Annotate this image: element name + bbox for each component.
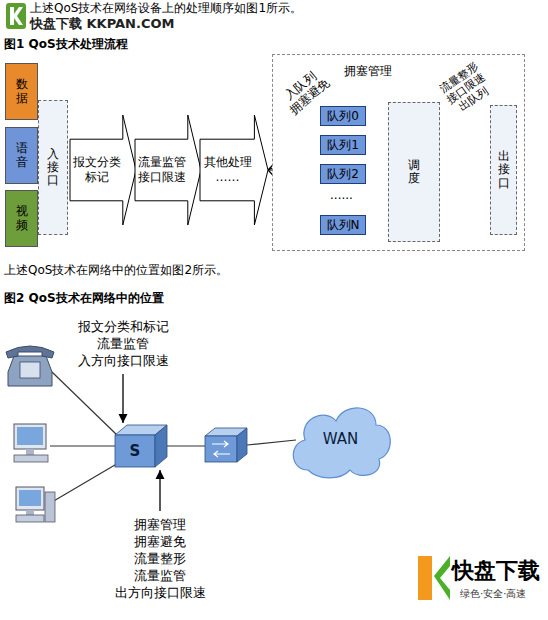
phone-icon <box>8 356 52 386</box>
logo-mark <box>418 556 432 600</box>
node-text: 流量监管接口限速 <box>137 155 187 185</box>
pc-stand <box>26 510 34 515</box>
node-text: 数据 <box>16 78 28 104</box>
switch-icon: S <box>115 425 167 467</box>
phone-keypad <box>20 362 40 378</box>
node-text: 报文分类标记 <box>72 155 122 185</box>
media-box: 数据 <box>5 63 38 120</box>
pc-screen <box>17 427 43 445</box>
interface-box: 入接口 <box>38 100 68 235</box>
switch-side <box>155 425 167 467</box>
region-heading: 拥塞管理 <box>340 64 396 79</box>
logo-mark <box>434 556 450 600</box>
switch-front <box>115 435 155 467</box>
switch-icon <box>237 428 247 462</box>
pc-screen <box>19 490 41 506</box>
pc-monitor <box>16 487 44 510</box>
pc-keyboard <box>16 515 44 522</box>
callout-arrow <box>122 374 123 423</box>
network-wire <box>50 445 115 446</box>
figure-title: 图2 QoS技术在网络中的位置 <box>4 290 164 306</box>
node-text: 其他处理 <box>203 155 253 170</box>
pc-tower <box>45 492 55 522</box>
queue-box: 队列0 <box>320 106 366 126</box>
cloud-outline <box>293 408 390 478</box>
node-text: 入接口 <box>47 148 59 188</box>
node-text: 视频 <box>16 205 28 231</box>
logo-mark <box>6 3 26 29</box>
network-wire <box>247 440 296 445</box>
node-text: 队列N <box>327 218 360 233</box>
figure-title: 图1 QoS技术处理流程 <box>4 36 128 52</box>
phone-handset <box>6 346 54 358</box>
node-text: 语音 <box>16 142 28 168</box>
interface-box: 出接口 <box>490 105 517 235</box>
process-arrow: 报文分类标记 <box>70 115 136 225</box>
arrow-outline <box>135 115 201 225</box>
watermark: 快盘下载 <box>452 558 540 584</box>
node-text: WAN <box>323 432 359 447</box>
media-box: 语音 <box>5 127 38 184</box>
node-text: …… <box>203 170 253 185</box>
caption-text: 上述QoS技术在网络中的位置如图2所示。 <box>4 262 228 278</box>
switch-icon <box>115 425 167 467</box>
arrow-outline <box>70 115 136 225</box>
ellipsis-label: ...... <box>330 187 353 203</box>
queue-region: 拥塞管理入队列 拥塞避免流量整形 接口限速 出队列队列0队列1队列2队列N调度出… <box>272 54 525 251</box>
network-wire <box>52 372 118 436</box>
node-text: 队列0 <box>327 109 359 124</box>
pc-keyboard <box>14 455 48 462</box>
process-arrow: 流量监管接口限速 <box>135 115 201 225</box>
callout-text: 拥塞管理 拥塞避免 流量整形 流量监管 出方向接口限速 <box>110 516 210 601</box>
caption-text: 上述QoS技术在网络设备上的处理顺序如图1所示。 <box>30 0 302 16</box>
node-text: 队列1 <box>327 138 359 153</box>
interface-box: 调度 <box>388 102 440 242</box>
network-wire <box>167 445 205 446</box>
node-text: 队列2 <box>327 167 359 182</box>
queue-box: 队列N <box>320 215 366 235</box>
switch-arrows <box>212 441 230 457</box>
media-box: 视频 <box>5 190 38 247</box>
watermark: 快盘下载 KKPAN.COM <box>30 16 174 32</box>
network-wire <box>52 462 120 502</box>
pc-monitor <box>14 424 46 449</box>
callout-arrow <box>159 470 160 511</box>
arrow-outline <box>200 115 268 225</box>
queue-box: 队列2 <box>320 164 366 184</box>
watermark-slogan: 绿色·安全·高速 <box>460 587 526 600</box>
node-text: 调度 <box>408 159 420 185</box>
node-text: 出接口 <box>498 150 510 190</box>
node-text: S <box>130 444 141 459</box>
wan-cloud: WAN <box>288 398 393 480</box>
switch-icon <box>205 436 237 462</box>
queue-box: 队列1 <box>320 135 366 155</box>
pc-stand <box>26 449 34 455</box>
logo-glyph <box>10 7 23 25</box>
region-heading: 流量整形 接口限速 出队列 <box>436 59 496 117</box>
callout-text: 报文分类和标记 流量监管 入方向接口限速 <box>67 318 179 369</box>
process-arrow: 其他处理…… <box>200 115 268 225</box>
